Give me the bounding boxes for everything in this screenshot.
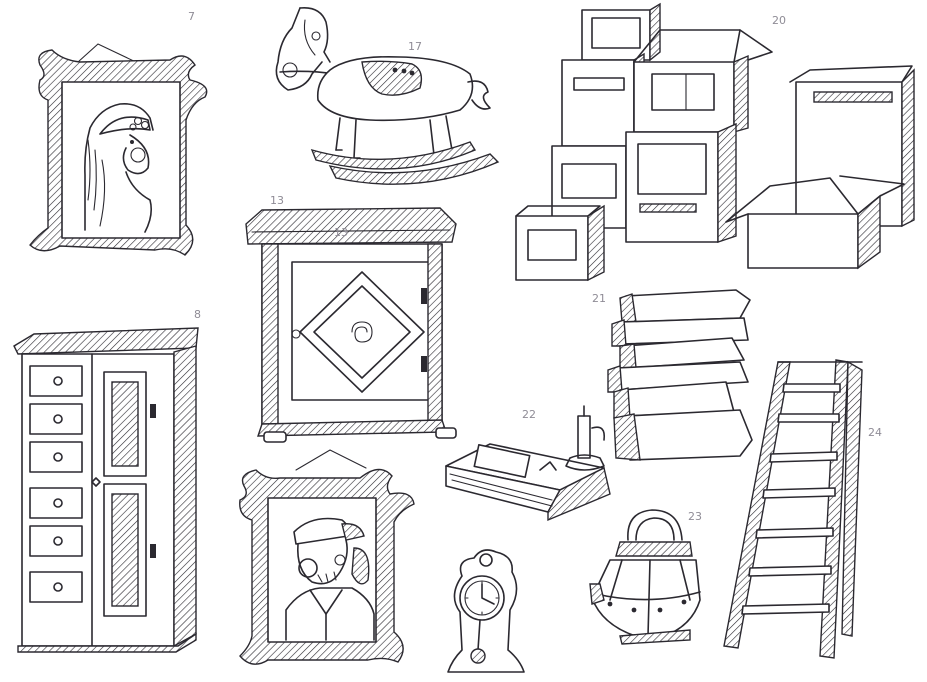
mantel-clock: [447, 549, 525, 673]
item-number-wardrobe: 8: [194, 308, 201, 321]
cabinet: 13 13: [245, 194, 457, 443]
book-candle: 22: [445, 405, 611, 522]
item-number-rocking-horse: 17: [408, 40, 422, 53]
box-stack: 20: [515, 2, 915, 282]
book-stack: 21: [592, 289, 753, 461]
portrait-woman: 7: [29, 10, 208, 256]
item-number-books: 21: [592, 292, 606, 305]
item-number-cabinet-top: 13: [270, 194, 284, 207]
ladder: 24: [723, 359, 882, 659]
item-number-cabinet-door: 13: [334, 226, 348, 239]
item-number-ladder: 24: [868, 426, 882, 439]
item-number-candle-book: 22: [522, 408, 536, 421]
wardrobe: 8: [13, 308, 201, 653]
item-number-lantern: 23: [688, 510, 702, 523]
item-number-boxes: 20: [772, 14, 786, 27]
rocking-horse: 17: [275, 6, 500, 185]
item-number-portrait-woman: 7: [188, 10, 195, 23]
portrait-man: [239, 449, 415, 665]
lantern: 23: [589, 509, 702, 645]
